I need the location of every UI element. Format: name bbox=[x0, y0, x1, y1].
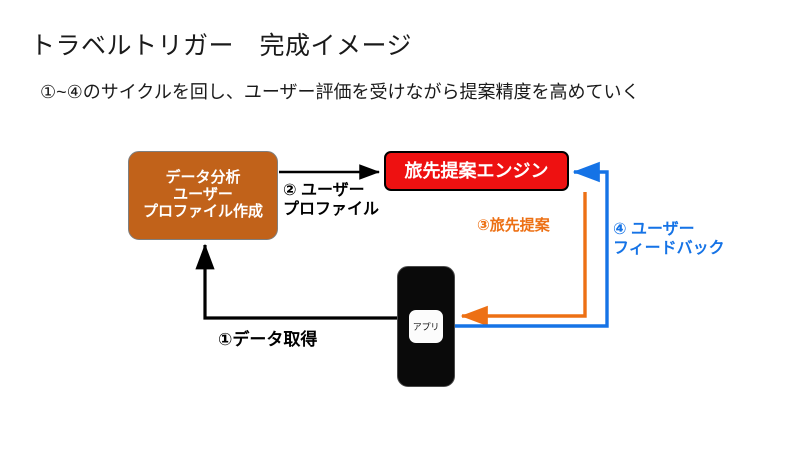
app-icon[interactable]: アプリ bbox=[409, 310, 443, 343]
edge-4-path bbox=[455, 161, 609, 328]
edge-3-path bbox=[460, 192, 587, 327]
page-title: トラベルトリガー 完成イメージ bbox=[30, 32, 413, 60]
smartphone-graphic[interactable]: アプリ bbox=[397, 266, 455, 387]
edge-label-user-feedback: ④ ユーザー フィードバック bbox=[613, 221, 725, 258]
edge-label-travel-proposal: ③旅先提案 bbox=[477, 217, 550, 234]
page-subtitle: ①~④のサイクルを回し、ユーザー評価を受けながら提案精度を高めていく bbox=[40, 82, 640, 102]
edge-label-user-profile: ② ユーザー プロファイル bbox=[283, 182, 380, 219]
node-data-analysis-box[interactable]: データ分析 ユーザー プロファイル作成 bbox=[128, 151, 278, 240]
node-travel-proposal-engine-box[interactable]: 旅先提案エンジン bbox=[384, 151, 569, 191]
edge-label-data-acquisition: ①データ取得 bbox=[218, 330, 318, 349]
edge-1-path bbox=[195, 243, 397, 320]
